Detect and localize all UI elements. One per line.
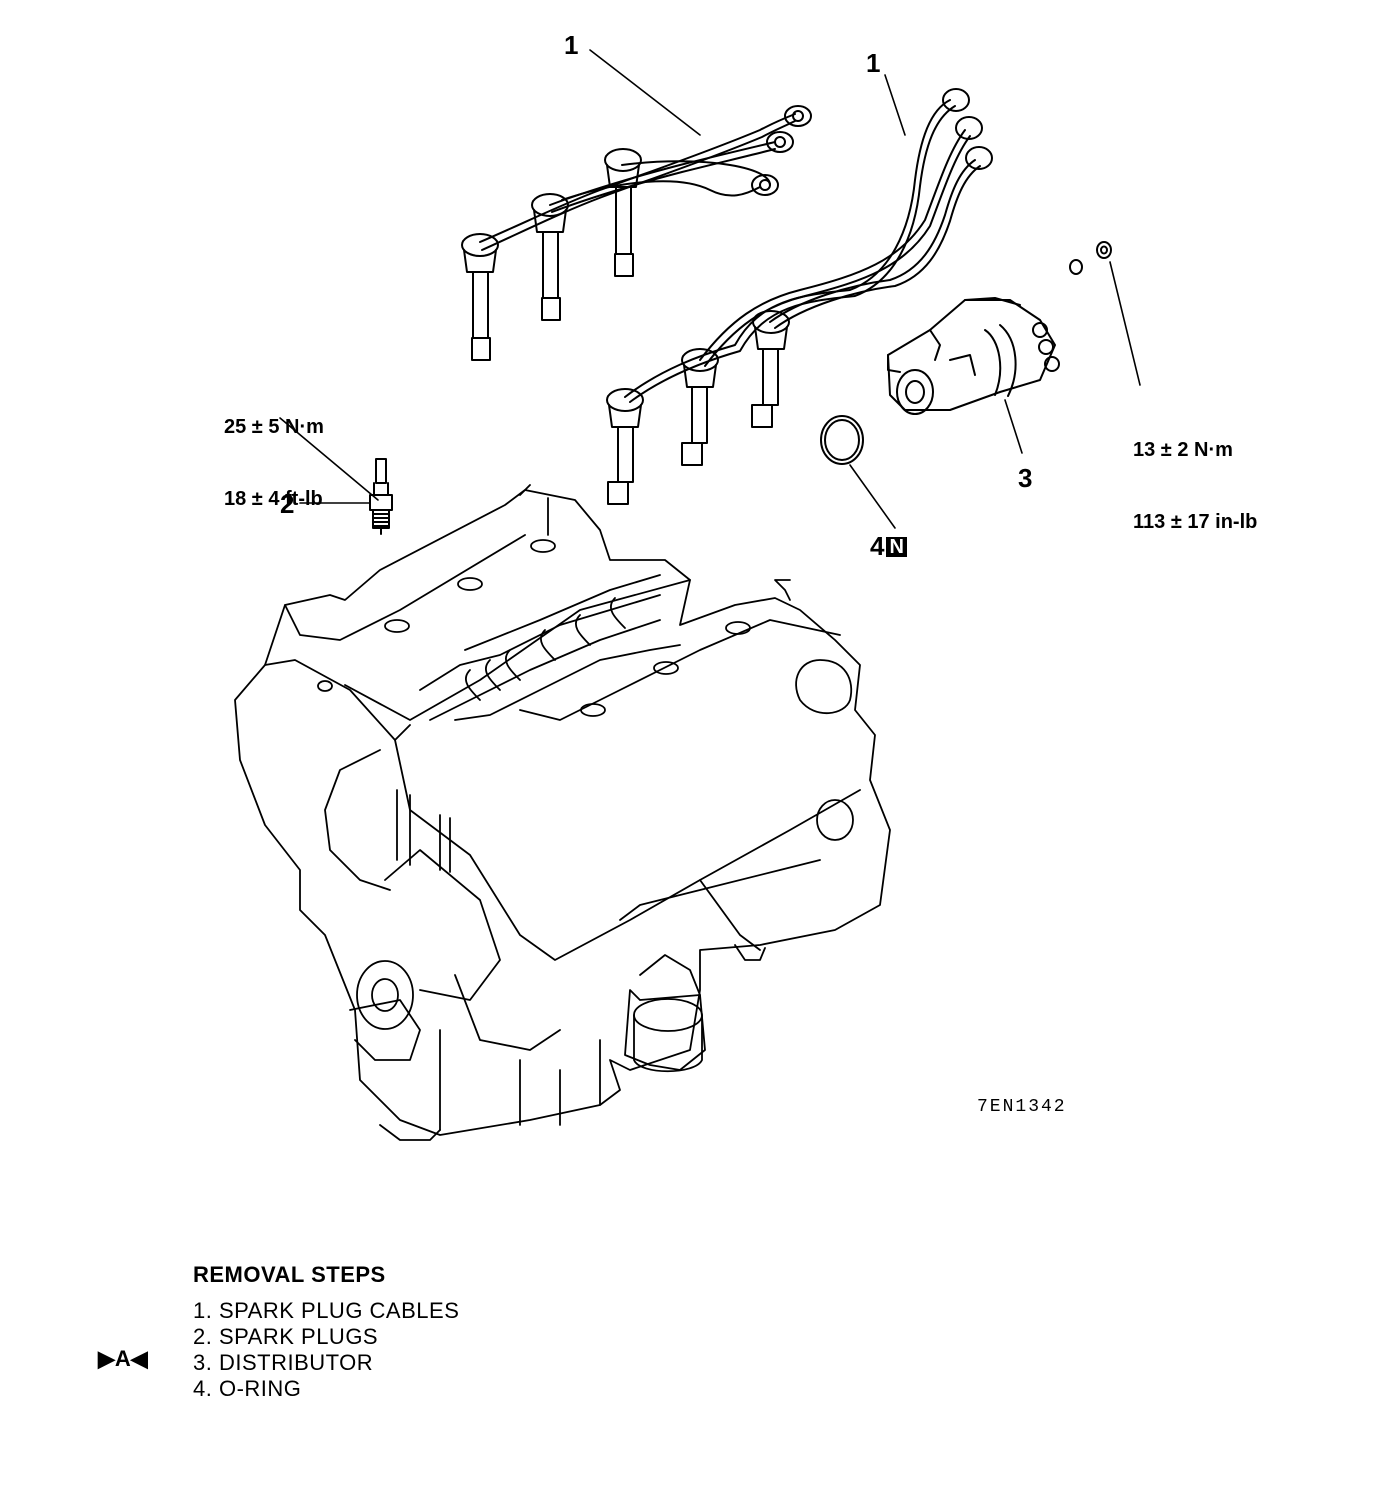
- distributor-torque: 13 ± 2 N·m 113 ± 17 in-lb: [1133, 390, 1257, 558]
- boot-l2: [531, 193, 569, 321]
- boot-r3: [751, 310, 790, 428]
- leader-lines: [279, 49, 1141, 529]
- removal-step-4: 4. O-RING: [193, 1376, 302, 1401]
- spark-plug-cable-set-right: [606, 88, 993, 505]
- callout-1-left: 1: [564, 30, 579, 60]
- removal-steps: REMOVAL STEPS 1. SPARK PLUG CABLES 2. SP…: [193, 1262, 459, 1402]
- removal-step-2: 2. SPARK PLUGS: [193, 1324, 379, 1349]
- distributor-torque-imperial: 113 ± 17 in-lb: [1133, 511, 1258, 533]
- distributor-assembly: [887, 297, 1060, 415]
- boot-r2: [681, 348, 719, 466]
- boot-l3: [604, 148, 642, 277]
- callout-2: 2: [280, 489, 295, 519]
- boot-l1: [461, 233, 499, 361]
- removal-step-1: 1. SPARK PLUG CABLES: [193, 1298, 460, 1323]
- figure-code: 7EN1342: [977, 1097, 1067, 1117]
- new-part-badge: N: [886, 537, 907, 557]
- distributor-torque-metric: 13 ± 2 N·m: [1133, 439, 1233, 461]
- removal-steps-title: REMOVAL STEPS: [193, 1262, 386, 1287]
- callout-4-number: 4: [870, 531, 885, 561]
- removal-step-3: 3. DISTRIBUTOR: [193, 1350, 374, 1375]
- callout-3: 3: [1018, 463, 1033, 493]
- engine-block-drawing: [234, 484, 891, 1141]
- spark-plug-torque-imperial: 18 ± 4 ft-lb: [224, 488, 323, 510]
- o-ring-icon: [820, 415, 864, 465]
- spark-plug-torque: 25 ± 5 N·m 18 ± 4 ft-lb: [224, 367, 324, 535]
- washer-icon: [1069, 259, 1083, 275]
- spark-plug-icon: [369, 458, 393, 535]
- nut-icon: [1096, 241, 1112, 259]
- spark-plug-cable-set-left: [461, 105, 812, 361]
- callout-1-right: 1: [866, 48, 881, 78]
- spark-plug-torque-metric: 25 ± 5 N·m: [224, 416, 324, 438]
- service-point-marker: ▶A◀: [98, 1346, 148, 1371]
- boot-r1: [606, 388, 644, 505]
